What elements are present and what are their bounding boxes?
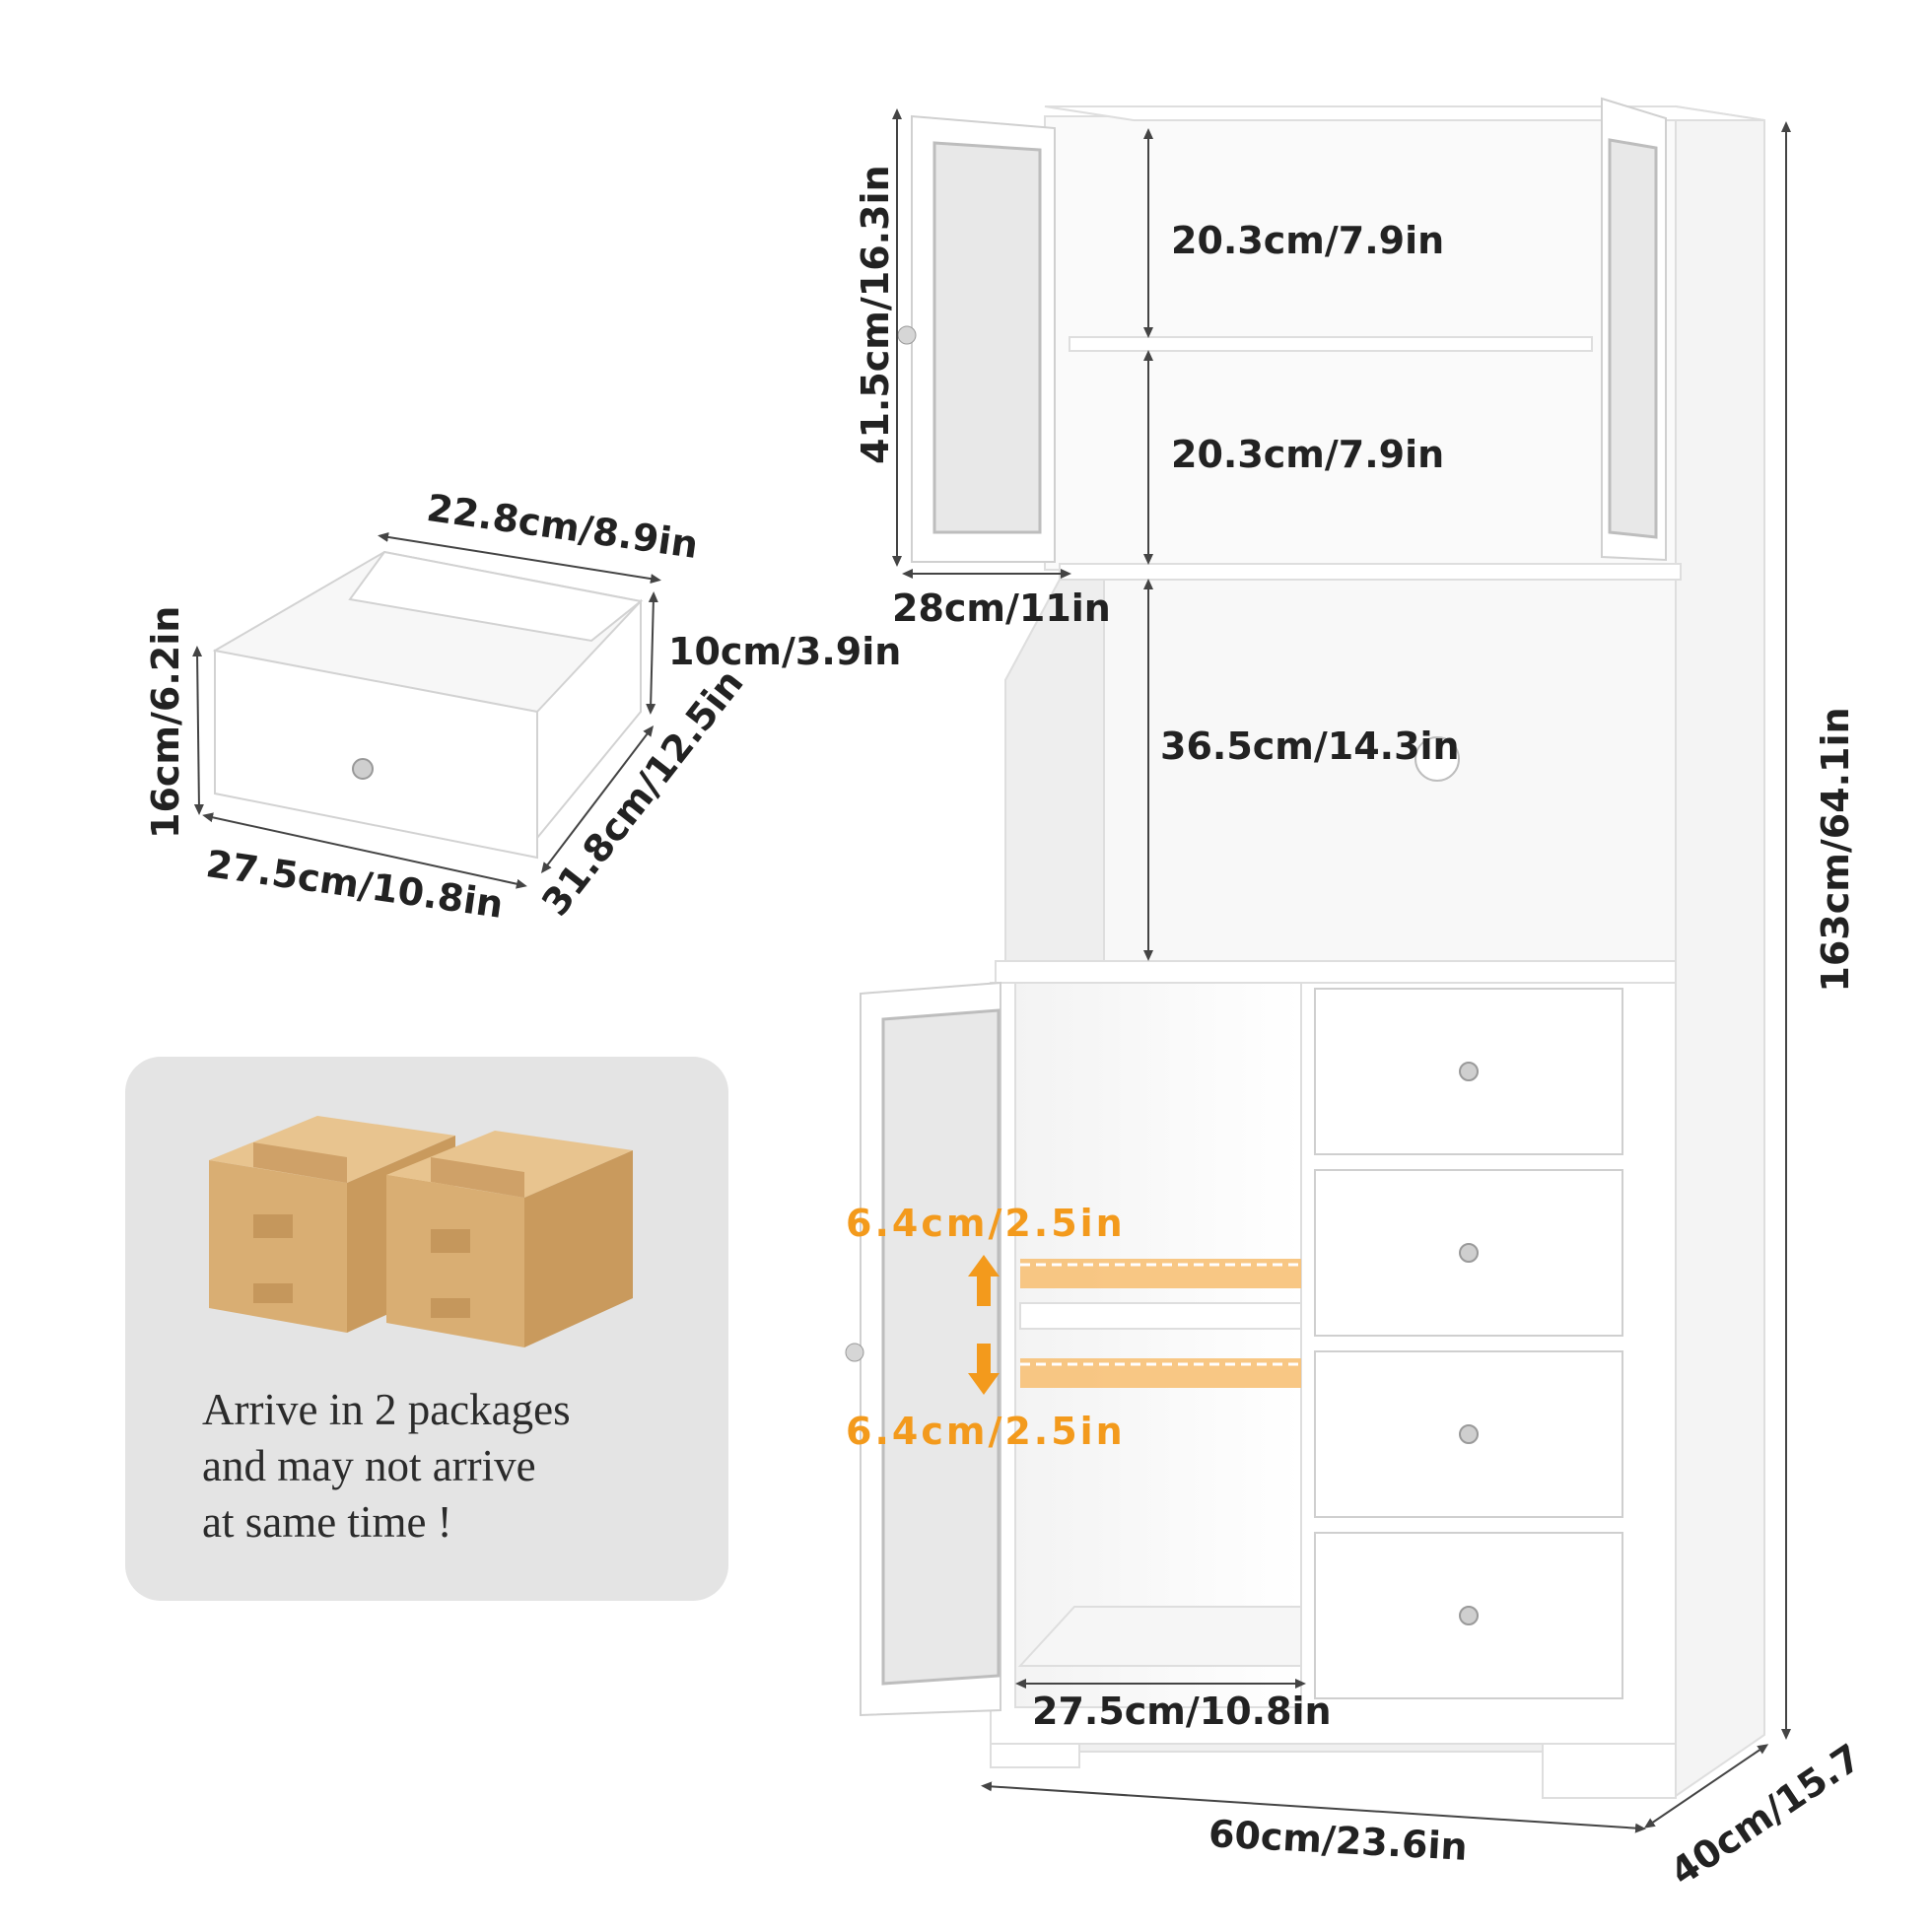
total-height-label: 163cm/64.1in bbox=[1814, 707, 1857, 993]
shelf-adjust-up-label: 6.4cm/2.5in bbox=[846, 1202, 1126, 1245]
knob-icon bbox=[1459, 1424, 1479, 1444]
drawer-dimension-lines bbox=[192, 531, 661, 889]
knob-icon bbox=[1459, 1243, 1479, 1263]
knob-icon bbox=[352, 758, 374, 780]
knob-icon bbox=[1459, 1062, 1479, 1081]
package-notice-line-1: Arrive in 2 packages bbox=[202, 1385, 571, 1434]
cardboard-box-icon bbox=[209, 1116, 633, 1347]
shelf-adjust-down-label: 6.4cm/2.5in bbox=[846, 1410, 1126, 1453]
door-width-label: 28cm/11in bbox=[892, 586, 1111, 630]
drawer-outer-height-label: 16cm/6.2in bbox=[144, 605, 187, 839]
shelf-adjust-indicator bbox=[968, 1255, 1301, 1395]
middle-open-height-label: 36.5cm/14.3in bbox=[1160, 724, 1460, 768]
package-notice-text: Arrive in 2 packages and may not arrive … bbox=[202, 1382, 715, 1551]
drawer-detail bbox=[212, 550, 644, 860]
package-notice-line-3: at same time ! bbox=[202, 1497, 452, 1547]
package-notice-panel: Arrive in 2 packages and may not arrive … bbox=[125, 1057, 728, 1601]
knob-icon bbox=[1459, 1606, 1479, 1625]
drawer-knobs bbox=[1459, 1062, 1479, 1625]
arrow-up-icon bbox=[968, 1255, 1000, 1306]
upper-right-door bbox=[1601, 97, 1667, 562]
drawer-inner-height-label: 10cm/3.9in bbox=[668, 630, 902, 673]
inner-width-label: 27.5cm/10.8in bbox=[1032, 1690, 1332, 1733]
upper-shelf-height-label: 20.3cm/7.9in bbox=[1171, 433, 1445, 476]
dimension-lines bbox=[892, 108, 1791, 1833]
upper-cabinet-height-label: 41.5cm/16.3in bbox=[854, 165, 897, 464]
package-notice-line-2: and may not arrive bbox=[202, 1441, 536, 1490]
drawer-front-4 bbox=[1314, 1532, 1623, 1699]
top-shelf-height-label: 20.3cm/7.9in bbox=[1171, 219, 1445, 262]
arrow-down-icon bbox=[968, 1344, 1000, 1395]
upper-left-door bbox=[897, 114, 1056, 563]
lower-door bbox=[845, 981, 1001, 1717]
